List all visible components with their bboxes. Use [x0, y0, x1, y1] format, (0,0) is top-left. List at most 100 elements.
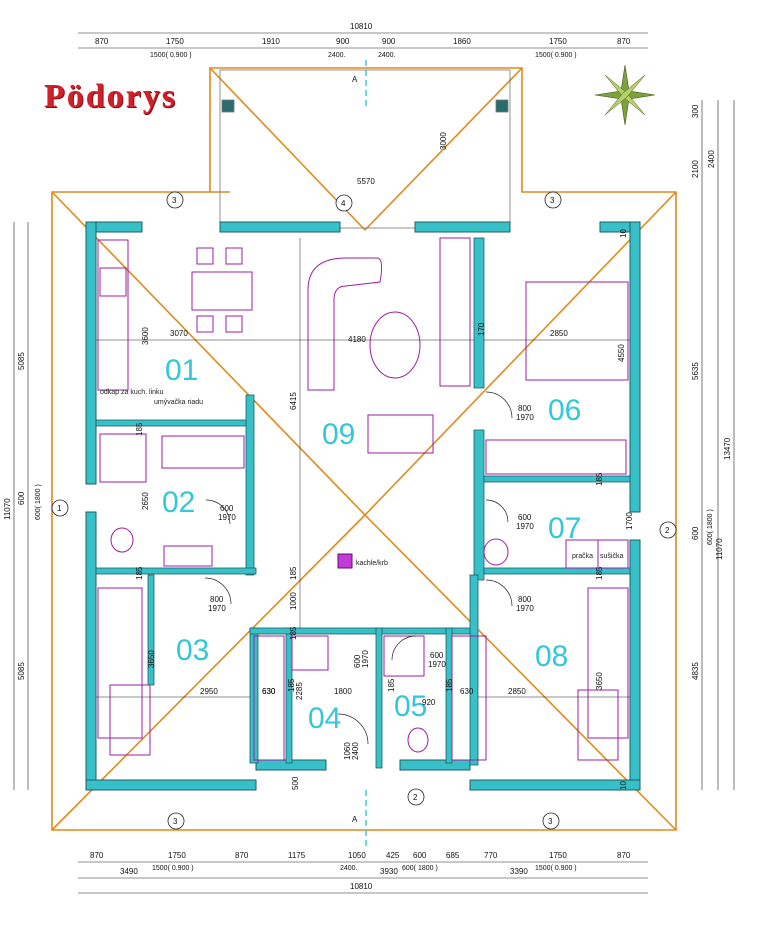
- roof-outline: [51, 67, 677, 831]
- interior-dim: 3600: [141, 327, 150, 345]
- right-dim: 600( 1800 ): [707, 509, 714, 545]
- axis-label: 3: [173, 817, 178, 826]
- axis-label: 3: [172, 196, 177, 205]
- interior-dim: 4550: [617, 344, 626, 362]
- top-window-dim: 1500( 0.900 ): [150, 52, 192, 59]
- chair: [225, 247, 243, 265]
- wall-west: [85, 511, 97, 791]
- interior-dim: 630: [262, 687, 276, 696]
- bottom-sub-dim: 3930: [380, 867, 398, 876]
- left-dim: 600( 1800 ): [35, 484, 42, 520]
- bottom-dim: 685: [446, 851, 460, 860]
- room-03: 03: [176, 634, 209, 667]
- toilet-07: [483, 538, 509, 566]
- right-dim: 4835: [691, 662, 700, 680]
- tv-unit: [439, 237, 471, 387]
- interior-dim: 185: [445, 678, 454, 692]
- top-dim: 870: [95, 37, 109, 46]
- room-05: 05: [394, 690, 427, 723]
- wall-west: [85, 221, 97, 485]
- right-dim: 5635: [691, 362, 700, 380]
- top-dim: 870: [617, 37, 631, 46]
- interior-dim: 500: [291, 776, 300, 790]
- door-width: 600: [518, 513, 532, 522]
- door-annotations: 800 1970 600 1970 800 1970 600 1970 800 …: [208, 404, 534, 669]
- interior-dim: 1800: [334, 687, 352, 696]
- door-height: 1970: [361, 650, 370, 668]
- roof-hip: [364, 67, 523, 231]
- sofa: [367, 414, 434, 454]
- axis-label: 2: [413, 793, 418, 802]
- interior-dim: 2285: [295, 682, 304, 700]
- right-dim: 11070: [715, 538, 724, 560]
- interior-dim: 630: [262, 687, 276, 696]
- interior-dim: 185: [595, 566, 604, 580]
- stove-icon: [337, 553, 353, 569]
- interior-dim: 185: [595, 472, 604, 486]
- door-width: 800: [518, 595, 532, 604]
- door-width: 800: [518, 404, 532, 413]
- bottom-sub-dim: 3390: [510, 867, 528, 876]
- left-dim: 11070: [3, 498, 12, 520]
- top-overall-dim: 10810: [350, 22, 373, 31]
- axis-markers: [51, 191, 677, 830]
- outer-walls: [85, 221, 641, 791]
- coffee-table: [369, 311, 421, 379]
- compass-icon: [594, 64, 656, 126]
- wall-south: [469, 779, 641, 791]
- bottom-dim: 870: [90, 851, 104, 860]
- interior-dim: 170: [477, 322, 486, 336]
- left-dim: 5085: [17, 662, 26, 680]
- terrace-post: [221, 99, 235, 113]
- dryer-label: sušička: [600, 553, 623, 560]
- interior-dim: 2850: [508, 687, 526, 696]
- roof-hip: [51, 514, 366, 831]
- bottom-dim: 870: [617, 851, 631, 860]
- chair: [225, 315, 243, 333]
- bottom-sub-dim: 1500( 0.900 ): [152, 865, 194, 872]
- room-02: 02: [162, 486, 195, 519]
- interior-dim: 630: [460, 687, 474, 696]
- interior-dim: 185: [387, 678, 396, 692]
- door-width: 800: [210, 595, 224, 604]
- wall-south-mid: [399, 759, 471, 771]
- bottom-sub-dim: 3490: [120, 867, 138, 876]
- door-height: 1970: [516, 522, 534, 531]
- wardrobe-04b: [291, 635, 329, 671]
- toilet: [110, 527, 134, 553]
- right-dim: 13470: [723, 437, 732, 460]
- top-window-dim: 1500( 0.900 ): [535, 52, 577, 59]
- section-label-top: A: [352, 75, 358, 84]
- roof-perimeter: [51, 67, 677, 831]
- toilet-05: [407, 727, 429, 753]
- bottom-dim: 425: [386, 851, 400, 860]
- terrace: [219, 69, 511, 229]
- interior-dim: 3000: [439, 132, 448, 150]
- right-dim: 600: [691, 526, 700, 540]
- top-door-dim: 2400.: [328, 52, 346, 59]
- right-dim: 300: [691, 104, 700, 118]
- roof-hip: [51, 191, 366, 516]
- shower: [99, 433, 147, 483]
- room-07: 07: [548, 512, 581, 545]
- desk-08: [577, 689, 619, 761]
- interior-dim-lines: [96, 238, 630, 698]
- interior-dim: 5570: [357, 177, 375, 186]
- top-dim: 900: [382, 37, 396, 46]
- interior-dim: 2650: [141, 492, 150, 510]
- axis-label: 3: [548, 817, 553, 826]
- bottom-dim: 600: [413, 851, 427, 860]
- axis-label: 3: [550, 196, 555, 205]
- interior-dim: 10: [619, 229, 628, 238]
- interior-dim: 185: [287, 678, 296, 692]
- room-01: 01: [165, 354, 198, 387]
- top-dim: 1750: [549, 37, 567, 46]
- axis-label: 4: [341, 199, 346, 208]
- door-height: 1970: [516, 604, 534, 613]
- top-dim: 1750: [166, 37, 184, 46]
- top-dim: 1860: [453, 37, 471, 46]
- room-06: 06: [548, 394, 581, 427]
- interior-dim: 3650: [147, 650, 156, 668]
- door-width: 600: [220, 504, 234, 513]
